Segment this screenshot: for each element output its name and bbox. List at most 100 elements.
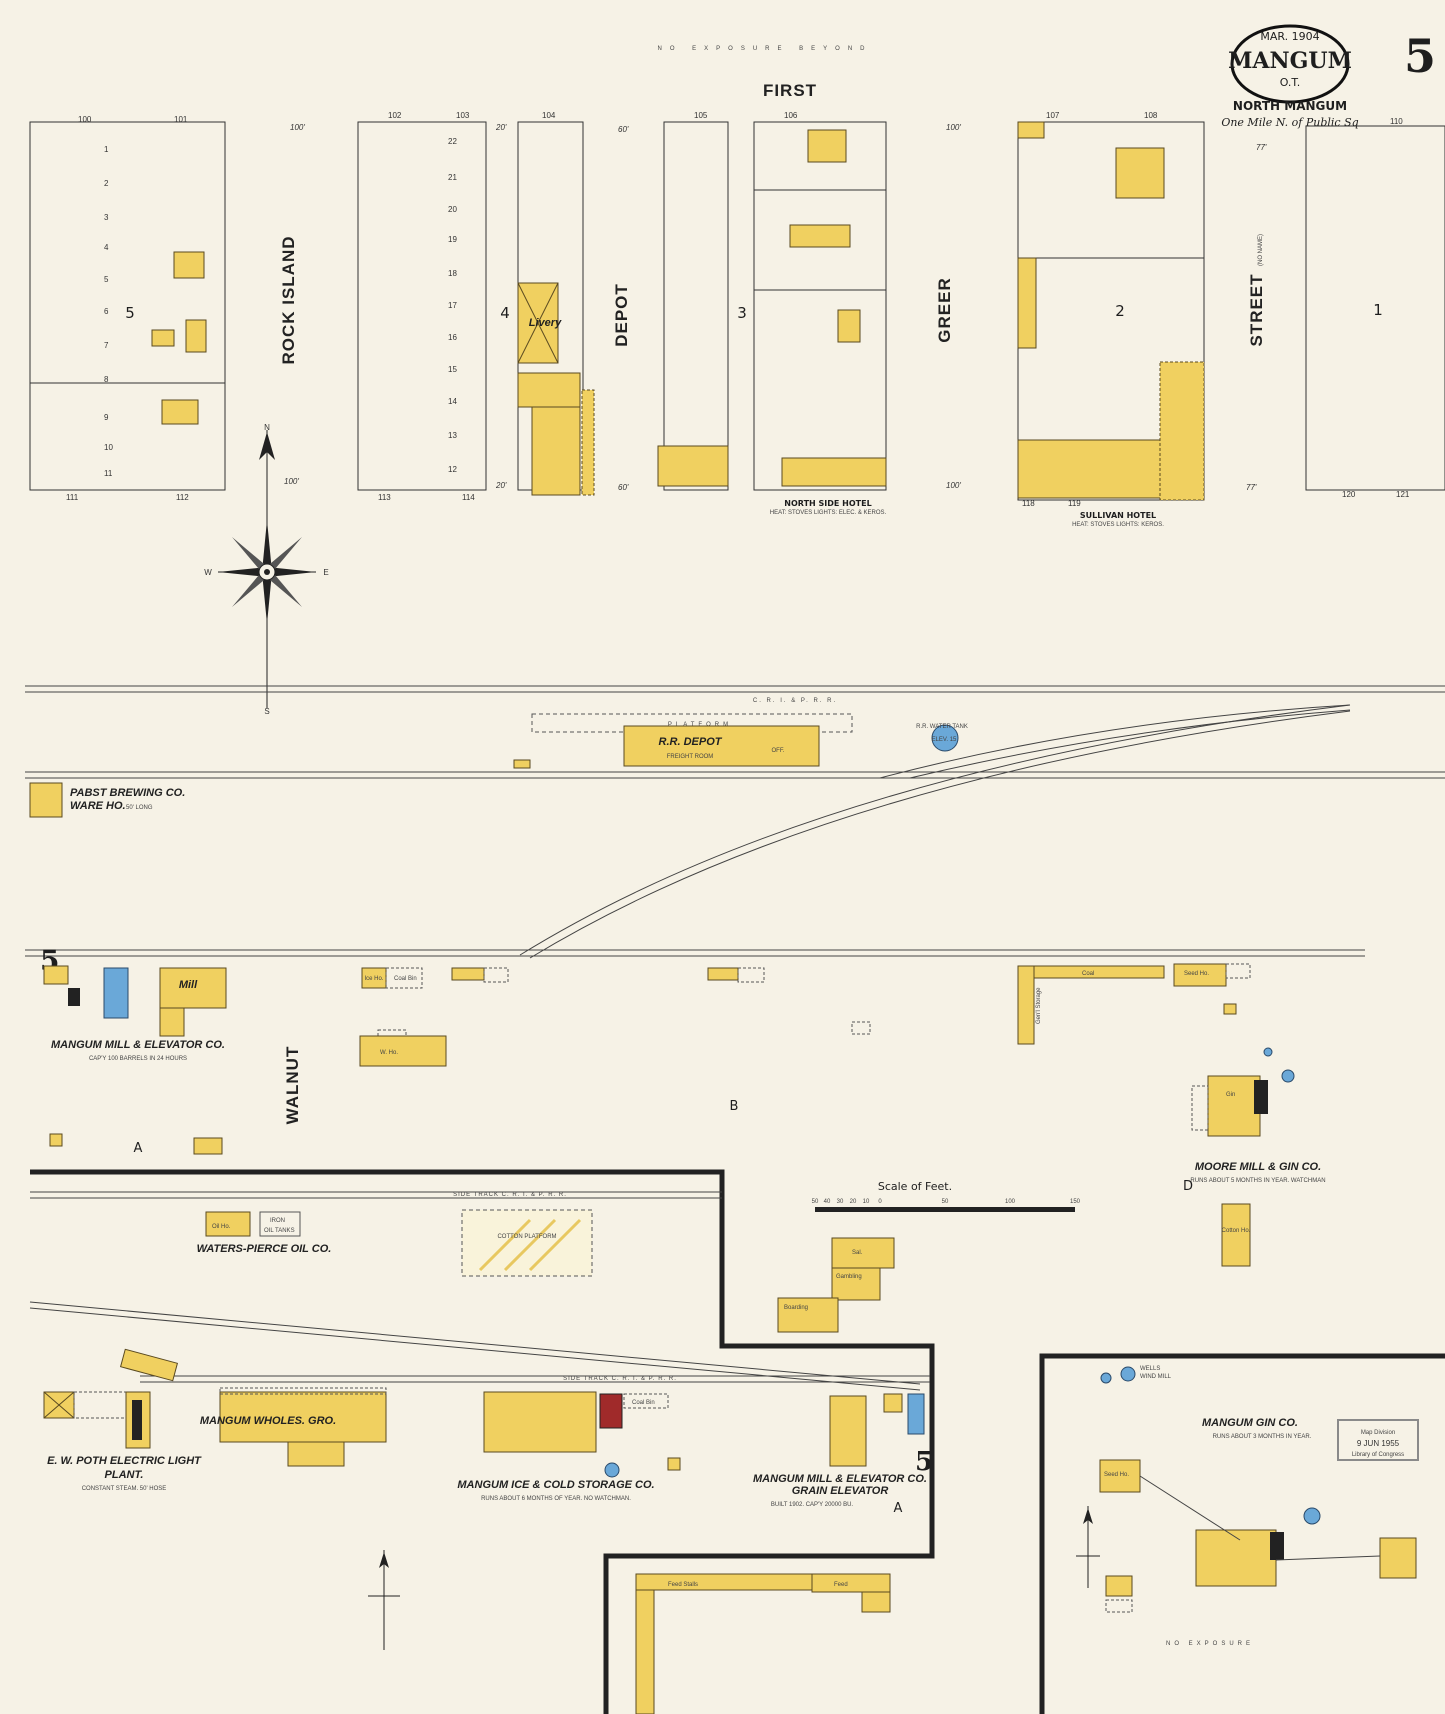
water-tank-label: R.R. WATER TANK [916, 724, 968, 730]
block-5: 5 [29, 121, 226, 491]
street-greer: GREER [935, 277, 954, 342]
svg-text:60': 60' [618, 125, 629, 134]
svg-text:108: 108 [1144, 111, 1158, 120]
sullivan-hotel-note: HEAT: STOVES LIGHTS: KEROS. [1072, 522, 1164, 528]
svg-text:10: 10 [104, 443, 113, 452]
poth-label: E. W. POTH ELECTRIC LIGHT [47, 1455, 202, 1467]
stamp-date: 9 JUN 1955 [1357, 1439, 1400, 1448]
svg-text:20: 20 [850, 1199, 857, 1205]
saloon-gambling-boarding: Sal. Gambling Boarding [777, 1237, 895, 1333]
rr-depot: R.R. DEPOT FREIGHT ROOM OFF. [623, 725, 820, 767]
seed-ho-label: Seed Ho. [1184, 971, 1209, 977]
svg-text:2: 2 [104, 179, 109, 188]
street-street: STREET [1247, 273, 1266, 346]
svg-text:5: 5 [104, 275, 109, 284]
svg-text:119: 119 [1068, 499, 1081, 508]
map-date: MAR. 1904 [1260, 30, 1319, 43]
block-b: B [730, 1099, 739, 1114]
street-first: FIRST [763, 81, 817, 100]
svg-text:113: 113 [378, 493, 391, 502]
svg-text:100: 100 [1005, 1199, 1016, 1205]
block-3-number: 3 [737, 304, 747, 322]
svg-text:107: 107 [1046, 111, 1060, 120]
wells-label: WELLS [1140, 1366, 1160, 1372]
svg-text:30: 30 [837, 1199, 844, 1205]
gin-co-note: RUNS ABOUT 3 MONTHS IN YEAR. [1213, 1434, 1312, 1440]
svg-text:0: 0 [878, 1199, 882, 1205]
svg-text:22: 22 [448, 137, 457, 146]
svg-text:20: 20 [448, 205, 457, 214]
wind-mill-label: WIND MILL [1140, 1374, 1172, 1380]
railroad: C. R. I. & P. R. R. PLATFORM [25, 685, 1445, 959]
moore-mill-label: MOORE MILL & GIN CO. [1195, 1161, 1321, 1173]
grain-elevator: MANGUM MILL & ELEVATOR CO. GRAIN ELEVATO… [753, 1393, 927, 1516]
block-a-left: A [134, 1141, 143, 1156]
moore-mill: Gen'l Storage Coal Seed Ho. Gin Cotton H… [1017, 963, 1326, 1267]
svg-text:120: 120 [1342, 490, 1356, 499]
scale-label: Scale of Feet. [878, 1180, 952, 1193]
sheet-boundaries [30, 1169, 1445, 1714]
block-a-right: A [894, 1501, 903, 1516]
location-note: One Mile N. of Public Sq [1221, 116, 1358, 129]
ice-house-coal: Ice Ho. Coal Bin W. Ho. B [359, 967, 871, 1114]
waters-pierce: Oil Ho. IRON OIL TANKS WATERS-PIERCE OIL… [197, 1211, 331, 1255]
side-track-label-2: SIDE TRACK C. R. I. & P. R. R. [563, 1376, 677, 1382]
moore-note: RUNS ABOUT 5 MONTHS IN YEAR. WATCHMAN [1190, 1178, 1325, 1184]
ice-ho-label: Ice Ho. [364, 976, 383, 982]
svg-text:9: 9 [104, 413, 109, 422]
svg-text:7: 7 [104, 341, 109, 350]
svg-text:8: 8 [104, 375, 109, 384]
iron-label: IRON [270, 1218, 285, 1224]
cotton-ho-label: Cotton Ho. [1222, 1228, 1251, 1234]
gin-co-label: MANGUM GIN CO. [1202, 1417, 1298, 1429]
svg-text:15: 15 [448, 365, 457, 374]
small-shed [513, 759, 531, 769]
north-arrow-bottom [368, 1550, 400, 1650]
feed-stalls: Feed Stalls Feed [635, 1573, 891, 1714]
svg-text:16: 16 [448, 333, 457, 342]
svg-text:100: 100 [78, 115, 92, 124]
svg-text:105: 105 [694, 111, 708, 120]
compass-s: S [264, 707, 269, 716]
sal-label: Sal. [852, 1250, 863, 1256]
sullivan-hotel: SULLIVAN HOTEL [1080, 511, 1156, 520]
grain-note: BUILT 1902. CAP'Y 20000 BU. [771, 1502, 854, 1508]
street-walnut: WALNUT [283, 1046, 302, 1125]
street-rock-island: ROCK ISLAND [279, 235, 298, 364]
rr-depot-label: R.R. DEPOT [659, 736, 723, 748]
svg-text:20': 20' [495, 123, 507, 132]
block-5-number: 5 [125, 304, 135, 322]
svg-text:106: 106 [784, 111, 798, 120]
compass-e: E [323, 568, 328, 577]
svg-text:100': 100' [290, 123, 305, 132]
svg-text:111: 111 [66, 493, 79, 502]
feed-stalls-label: Feed Stalls [668, 1582, 698, 1588]
mangum-mill-cap: CAP'Y 100 BARRELS IN 24 HOURS [89, 1056, 187, 1062]
block-2: 2 SULLIVAN HOTEL HEAT: STOVES LIGHTS: KE… [1017, 121, 1205, 528]
ice-cold-storage: Coal Bin MANGUM ICE & COLD STORAGE CO. R… [457, 1391, 681, 1502]
svg-text:10: 10 [863, 1199, 870, 1205]
svg-text:14: 14 [448, 397, 457, 406]
svg-text:121: 121 [1396, 490, 1410, 499]
svg-text:103: 103 [456, 111, 470, 120]
svg-text:60': 60' [618, 483, 629, 492]
svg-text:100': 100' [946, 481, 961, 490]
water-tank-elev: ELEV. 15 [932, 737, 957, 743]
svg-text:3: 3 [104, 213, 109, 222]
svg-text:100': 100' [946, 123, 961, 132]
svg-text:112: 112 [176, 493, 189, 502]
oil-tanks-label: OIL TANKS [264, 1228, 295, 1234]
gin-label: Gin [1226, 1092, 1235, 1098]
block-3: 3 NORTH SIDE HOTEL HEAT: STOVES LIGHTS: … [657, 121, 887, 516]
svg-text:21: 21 [448, 173, 457, 182]
pabst-note: 50' LONG [126, 805, 153, 811]
svg-text:102: 102 [388, 111, 402, 120]
svg-text:100': 100' [284, 477, 299, 486]
block-d: D [1183, 1179, 1193, 1194]
street-dims: 100' 100' 60' 60' 20' 20' 100' 100' 77' … [284, 123, 1267, 492]
sheet-number: 5 [1404, 29, 1436, 83]
stamp-lib: Library of Congress [1352, 1452, 1404, 1458]
